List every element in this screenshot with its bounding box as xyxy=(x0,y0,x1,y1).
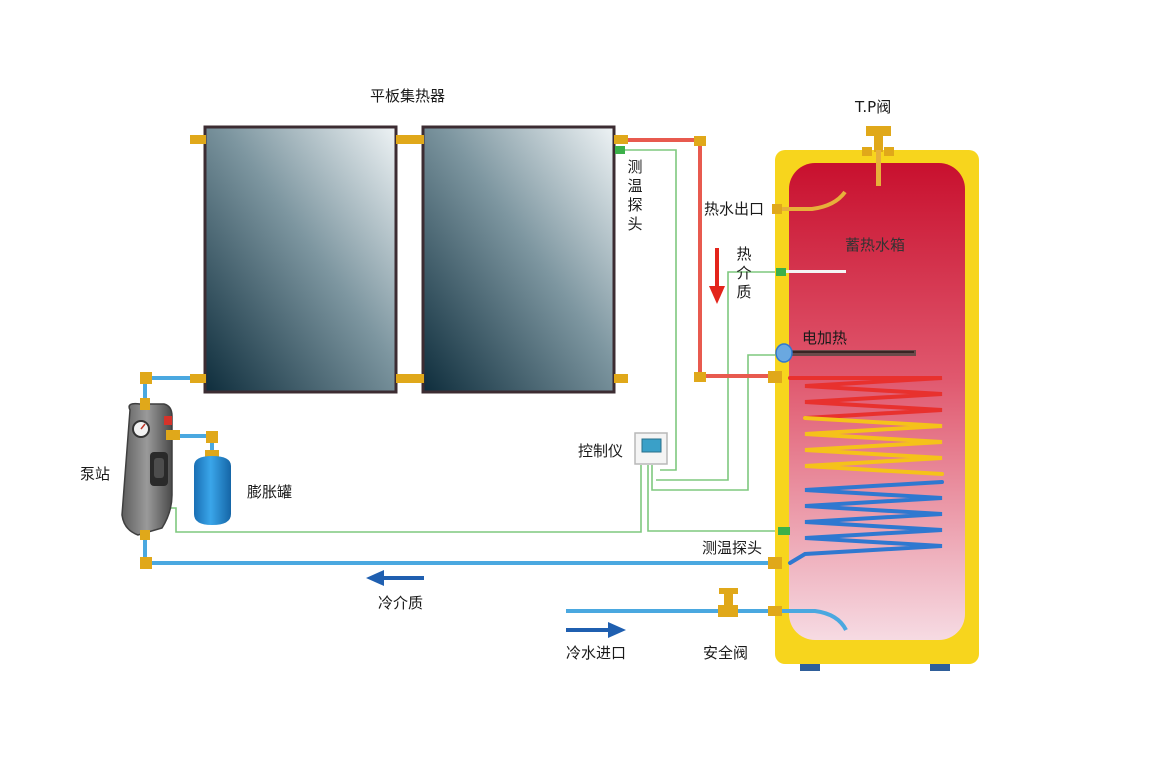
tank-foot-left xyxy=(800,662,820,671)
cold-pipe xyxy=(143,376,775,613)
tp-valve-body xyxy=(874,126,883,152)
hot-water-outlet-pipe xyxy=(775,190,847,211)
electric-heater-head xyxy=(775,343,793,363)
heat-exchanger-coil xyxy=(788,376,944,565)
wire-pump xyxy=(162,465,642,533)
collector-panel-left xyxy=(203,125,398,394)
hot-medium-label: 热介质 xyxy=(736,245,752,301)
wire-bottom-probe xyxy=(647,465,780,532)
cold-water-inlet-label: 冷水进口 xyxy=(566,644,627,662)
flat-plate-collector xyxy=(190,125,628,394)
safety-valve xyxy=(718,588,738,617)
fitting-elbow xyxy=(694,136,706,146)
electric-heater-label: 电加热 xyxy=(802,329,848,347)
wire-collector-probe xyxy=(622,149,677,471)
controller-label: 控制仪 xyxy=(578,442,624,460)
collector-temp-probe xyxy=(615,146,625,154)
collector-panel-right xyxy=(421,125,616,394)
pump-station xyxy=(121,398,180,540)
tp-valve-label: T.P阀 xyxy=(855,98,892,116)
cold-water-flow-arrow xyxy=(566,622,626,638)
tank-foot-right xyxy=(930,662,950,671)
cold-medium-label: 冷介质 xyxy=(378,594,424,612)
controller-device xyxy=(634,432,668,465)
bottom-temp-probe xyxy=(778,527,790,535)
fitting-elbow xyxy=(140,557,152,569)
pump-valve-red xyxy=(164,416,172,425)
hot-medium-probe xyxy=(776,268,786,276)
storage-tank-label: 蓄热水箱 xyxy=(845,236,906,254)
temp-probe-bottom-label: 测温探头 xyxy=(702,539,763,557)
controller-screen xyxy=(641,438,662,453)
fitting-elbow xyxy=(694,372,706,382)
safety-valve-label: 安全阀 xyxy=(703,644,749,662)
hot-flow-arrow xyxy=(709,248,725,304)
collector-label: 平板集热器 xyxy=(370,87,446,105)
hot-pipe xyxy=(622,138,775,378)
expansion-tank-label: 膨胀罐 xyxy=(247,483,293,501)
cold-water-inner-pipe xyxy=(782,609,848,631)
storage-tank xyxy=(768,126,979,671)
wire-heater xyxy=(651,354,780,491)
expansion-tank xyxy=(194,450,231,525)
cold-medium-flow-arrow xyxy=(366,570,424,586)
temp-probe-top-label: 测温探头 xyxy=(627,158,643,233)
fitting-elbow xyxy=(206,431,218,443)
pump-station-label: 泵站 xyxy=(80,465,111,483)
fitting-elbow xyxy=(140,372,152,384)
signal-wires xyxy=(162,149,780,533)
hot-water-outlet-label: 热水出口 xyxy=(704,200,765,218)
